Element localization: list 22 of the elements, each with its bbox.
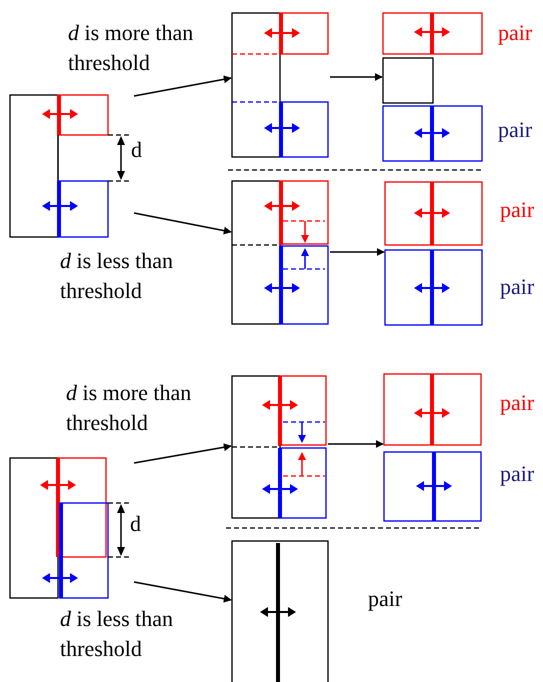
partition-drawing xyxy=(382,12,483,163)
arrow xyxy=(330,73,383,81)
pair-label: pair xyxy=(498,117,532,143)
arrow xyxy=(134,443,232,464)
pair-label: pair xyxy=(500,461,534,487)
arrow xyxy=(134,75,232,97)
partition-drawing xyxy=(384,181,483,327)
arrow xyxy=(330,248,385,256)
pair-label: pair xyxy=(500,274,534,300)
pair-label: pair xyxy=(500,390,534,416)
pair-label: pair xyxy=(368,586,402,612)
pair-label: pair xyxy=(498,20,532,46)
arrow xyxy=(328,440,384,448)
partition-drawing xyxy=(231,12,330,159)
partition-drawing xyxy=(383,373,482,523)
dimension-label: d xyxy=(131,137,142,163)
partition-drawing xyxy=(231,180,330,326)
partition-drawing xyxy=(231,375,328,520)
arrow xyxy=(134,212,232,235)
arrow xyxy=(134,581,232,603)
dimension-label: d xyxy=(130,511,141,537)
pair-label: pair xyxy=(500,197,534,223)
